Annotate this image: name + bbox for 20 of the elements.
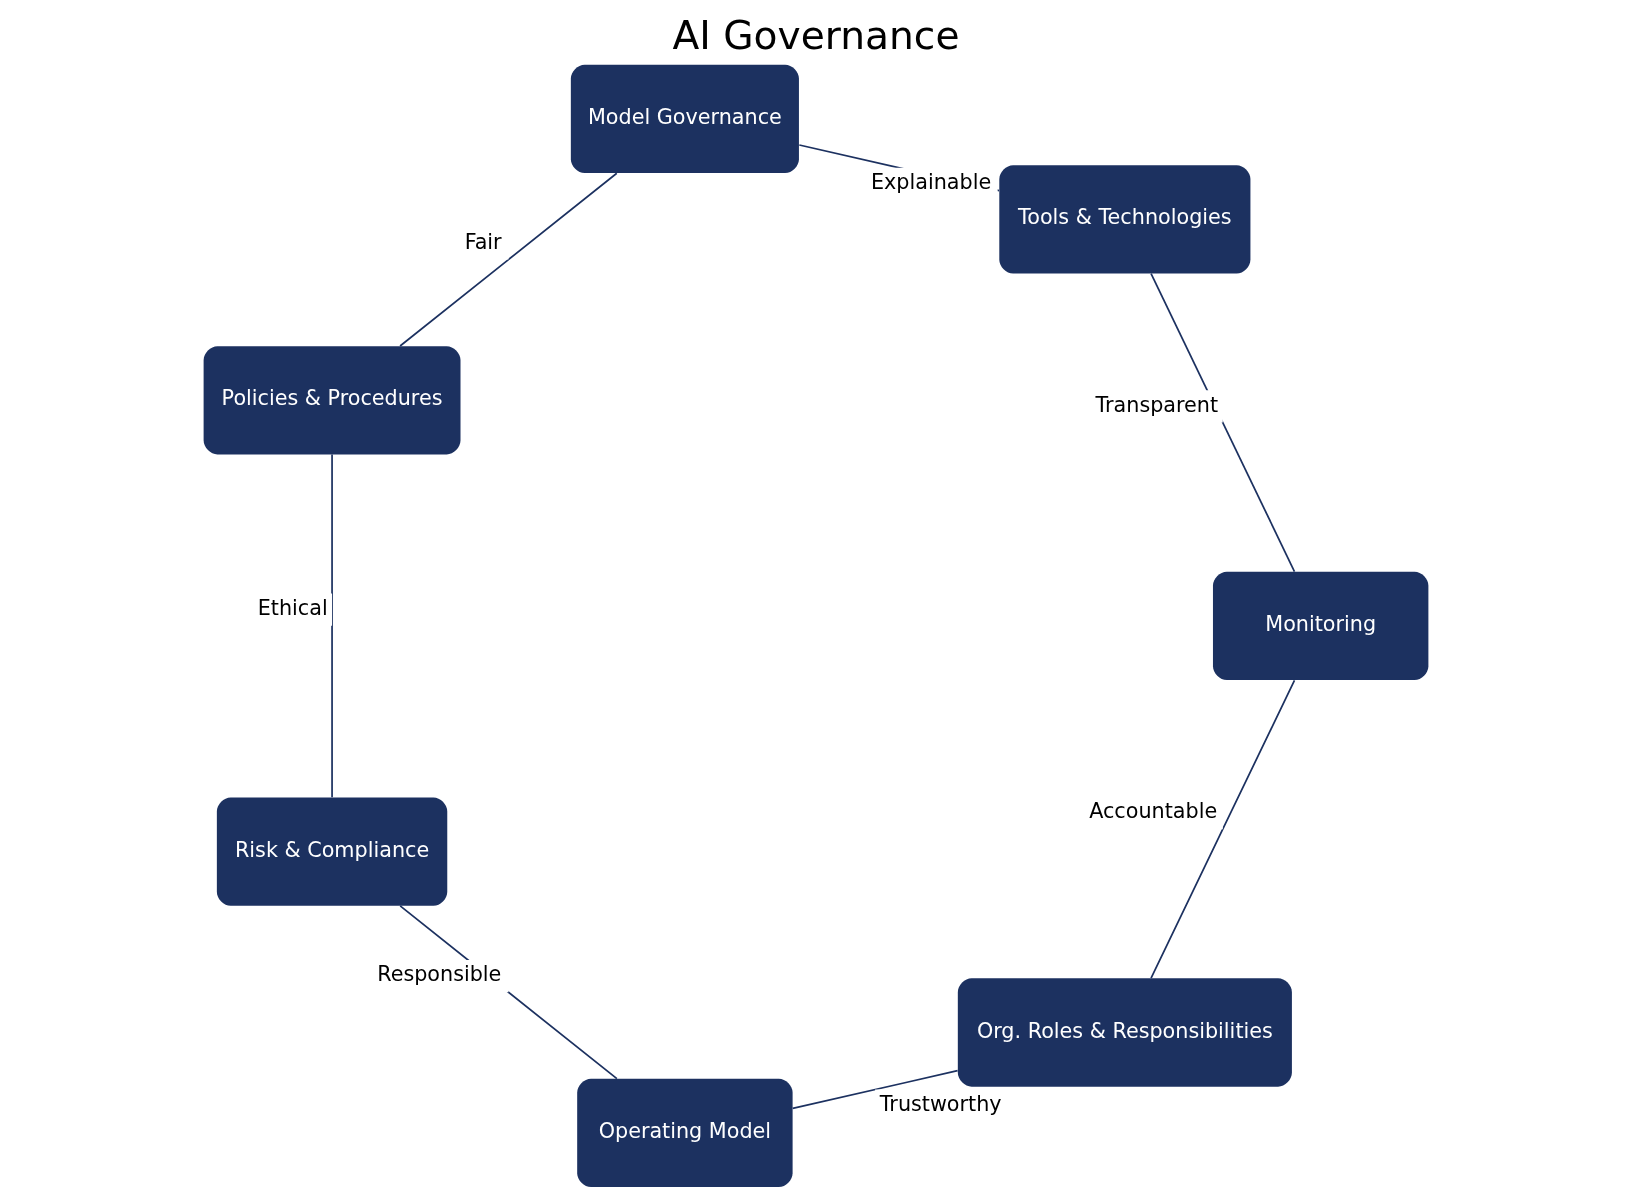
node-box: Operating Model [576,1078,793,1188]
node-box: Org. Roles & Responsibilities [957,978,1292,1087]
connector [398,172,618,347]
connector [1149,679,1295,979]
node-box: Policies & Procedures [203,346,460,455]
connector [330,453,333,798]
node-box: Risk & Compliance [216,797,447,906]
edge-label: Explainable [870,170,991,195]
edge-label: Accountable [1088,799,1217,824]
diagram-title: AI Governance [671,12,959,58]
edge-label: Responsible [376,962,501,987]
node-box: Model Governance [570,64,799,174]
connector [1149,272,1295,573]
edge-label: Fair [464,229,502,254]
node-box: Monitoring [1212,571,1428,681]
edge-label: Trustworthy [879,1091,1002,1116]
edge-label: Transparent [1094,392,1218,417]
connector [791,1069,958,1110]
edge-label: Ethical [257,595,328,620]
node-box: Tools & Technologies [998,165,1250,274]
